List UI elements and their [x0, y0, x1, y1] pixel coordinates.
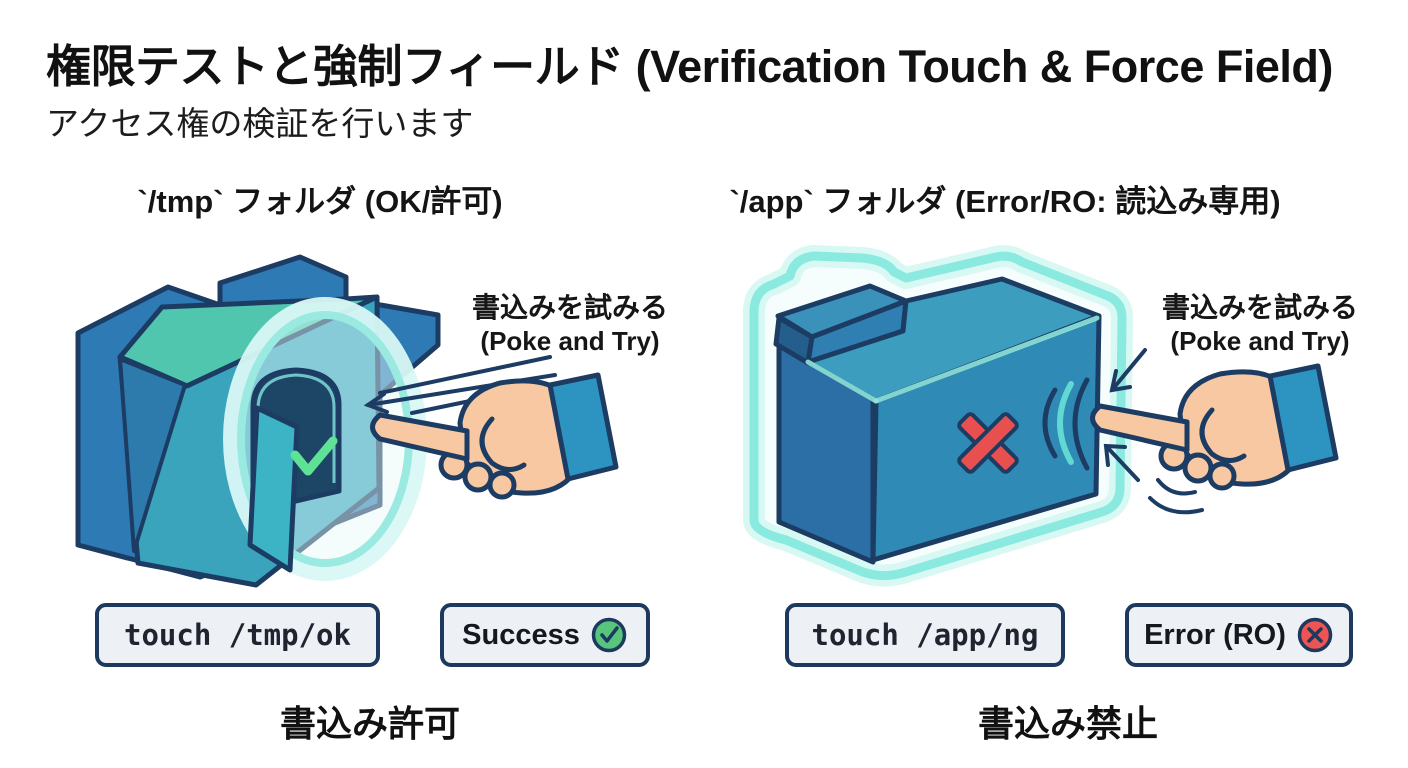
crease-highlight [873, 315, 1100, 404]
hand-knuckle [487, 470, 517, 500]
shake-line [1148, 496, 1204, 515]
hand-index-finger [370, 412, 470, 462]
result-box-success: Success [440, 603, 650, 667]
panel-header-tmp: `/tmp` フォルダ (OK/許可) [137, 184, 503, 219]
force-field-inner [749, 251, 1127, 580]
folder-front-face [117, 294, 382, 588]
motion-line-1 [378, 355, 552, 395]
annotation-jp-right: 書込みを試みる [1161, 292, 1358, 323]
annotation-jp-left: 書込みを試みる [471, 292, 668, 323]
command-text-app: touch /app/ng [811, 618, 1039, 652]
caption-write-forbidden: 書込み禁止 [977, 703, 1158, 744]
ripple-arc [1072, 377, 1090, 471]
sleeve-cuff [1267, 363, 1339, 473]
x-circle-icon [1297, 617, 1333, 653]
check-circle-icon [591, 617, 627, 653]
panel-header-app: `/app` フォルダ (Error/RO: 読込み専用) [729, 184, 1281, 219]
illustration-app-folder [743, 245, 1339, 587]
page-title: 権限テストと強制フィールド (Verification Touch & Forc… [46, 41, 1333, 92]
caption-write-allowed: 書込み許可 [279, 703, 460, 744]
sleeve-cuff [547, 372, 619, 482]
motion-arrowhead [363, 392, 389, 414]
hand-knuckle [1182, 452, 1214, 484]
result-box-error: Error (RO) [1125, 603, 1353, 667]
annotation-poke-and-try-right: 書込みを試みる (Poke and Try) [1138, 291, 1382, 358]
annotation-en-left: (Poke and Try) [480, 326, 660, 356]
deflect-arrow-bottom-head [1103, 443, 1127, 467]
doorway-check-icon [290, 436, 338, 476]
ripple-arc [1057, 381, 1074, 465]
command-box-tmp: touch /tmp/ok [95, 603, 380, 667]
annotation-en-right: (Poke and Try) [1170, 326, 1350, 356]
deflect-arrow-bottom [1104, 444, 1140, 482]
open-door-panel [247, 405, 300, 573]
deflect-arrow-top [1110, 348, 1147, 392]
result-text-error: Error (RO) [1144, 618, 1286, 651]
hand-index-finger [1090, 403, 1190, 453]
illustration-tmp-folder [75, 254, 619, 588]
hand-thumb-line [1199, 407, 1247, 463]
pointing-hand [1090, 363, 1339, 491]
folder-fold-shadow [118, 357, 187, 553]
denied-x-icon [957, 412, 1019, 474]
hand-thumb-line [479, 416, 527, 472]
annotation-poke-and-try-left: 書込みを試みる (Poke and Try) [448, 291, 692, 358]
result-text-success: Success [462, 618, 580, 651]
hand-knuckle [1207, 461, 1237, 491]
hand-knuckle [462, 461, 494, 493]
shake-line [1156, 478, 1197, 496]
deflect-arrow-top-head [1109, 369, 1132, 393]
command-box-app: touch /app/ng [785, 603, 1065, 667]
page-subtitle: アクセス権の検証を行います [46, 105, 474, 142]
doorway-glow-edge [256, 373, 336, 503]
pointing-hand [370, 372, 619, 500]
command-text-tmp: touch /tmp/ok [124, 618, 351, 652]
crease-highlight [805, 359, 879, 404]
ripple-arc [1042, 387, 1058, 459]
